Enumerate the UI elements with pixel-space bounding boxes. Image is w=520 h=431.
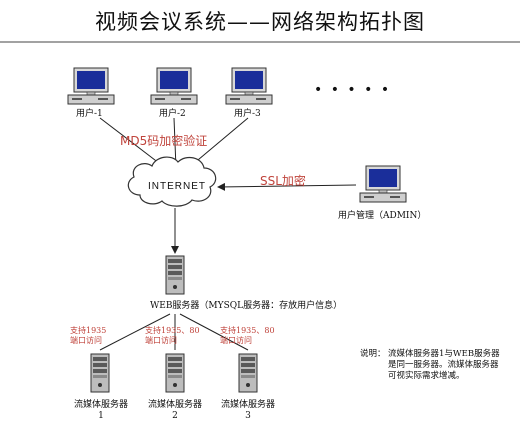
stream-server-3 [238,353,258,393]
internet-label: INTERNET [148,181,206,192]
stream-server-1 [90,353,110,393]
more-clients-indicator: • • • • • [314,82,392,98]
web-server [165,255,185,295]
client-pc-3 [225,67,273,105]
ssl-label: SSL加密 [260,174,306,188]
admin-pc [359,165,407,203]
note-body: 流媒体服务器1与WEB服务器 是同一服务器。流媒体服务器 可视实际需求增减。 [388,349,500,381]
web-server-label: WEB服务器（MYSQL服务器：存放用户信息） [150,301,343,311]
admin-label: 用户管理（ADMIN） [338,211,427,221]
internet-cloud [127,156,217,207]
md5-label: MD5码加密验证 [120,134,208,148]
stream-server-2 [165,353,185,393]
ssl-link [217,182,357,191]
web-stream3-link [179,313,249,351]
client-label-1: 用户-1 [76,109,103,119]
page-title: 视频会议系统——网络架构拓扑图 [95,10,425,34]
web-stream1-link [99,313,171,351]
note-heading: 说明： [360,349,386,359]
client-label-3: 用户-3 [234,109,261,119]
client-pc-2 [150,67,198,105]
client-label-2: 用户-2 [159,109,186,119]
client-pc-1 [67,67,115,105]
